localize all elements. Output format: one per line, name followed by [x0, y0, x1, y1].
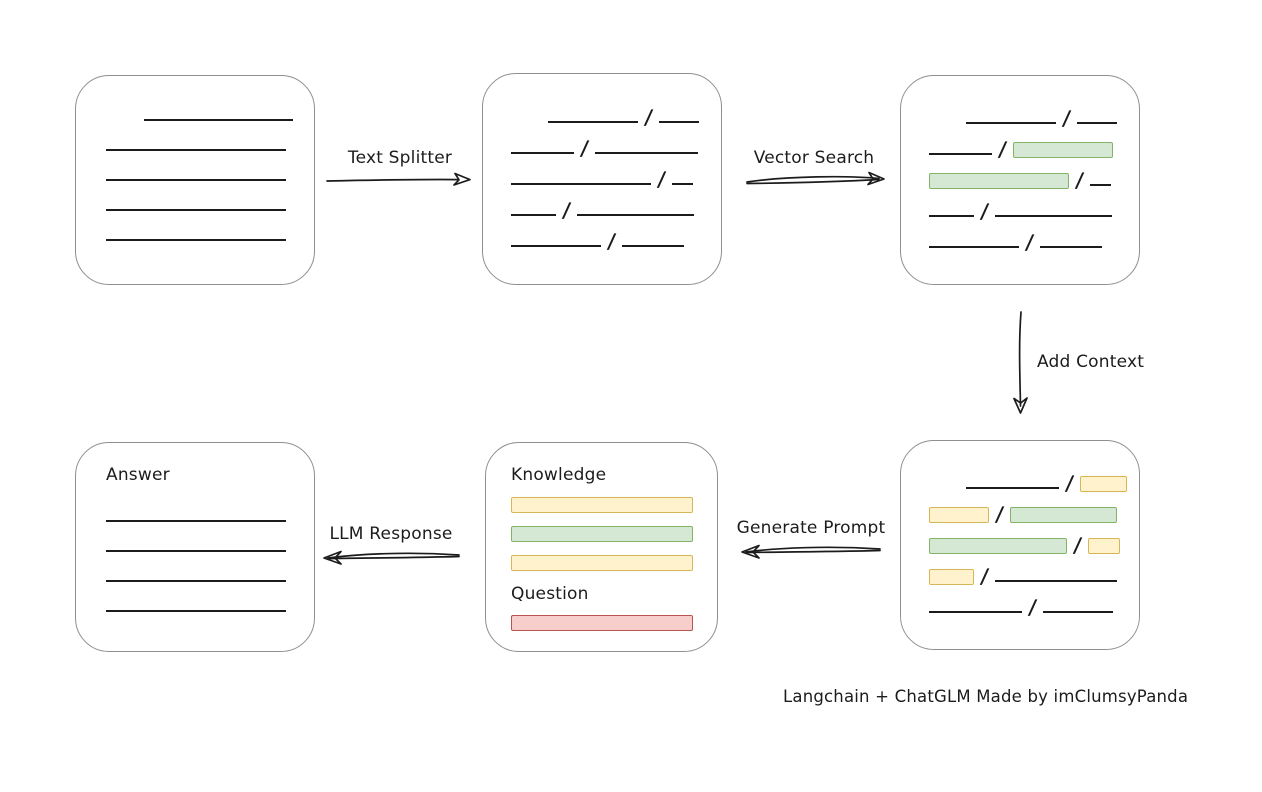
text-line: [511, 214, 556, 216]
text-line: [106, 580, 286, 582]
slash-separator: /: [1024, 230, 1035, 254]
text-row: /: [511, 185, 721, 222]
text-row: /: [929, 124, 1139, 161]
vector-search-arrow: [746, 171, 885, 186]
context-box: /////: [900, 440, 1140, 650]
text-row: [106, 151, 314, 181]
chunks-lines: /////: [483, 74, 721, 253]
text-row: [106, 552, 314, 582]
text-line: [929, 215, 974, 217]
text-row: /: [929, 489, 1139, 526]
text-row: /: [929, 458, 1139, 495]
text-line: [659, 121, 700, 123]
text-row: [106, 522, 314, 552]
text-line: [548, 121, 638, 123]
green-highlight-chip: [1013, 142, 1114, 158]
add-context-label: Add Context: [1037, 352, 1145, 372]
text-row: [106, 91, 314, 121]
text-splitter-arrow: [326, 172, 471, 186]
slash-separator: /: [1027, 595, 1038, 619]
text-line: [577, 214, 695, 216]
text-row: [106, 211, 314, 241]
text-line: [106, 239, 286, 241]
text-line: [929, 611, 1022, 613]
retrieved-box: /////: [900, 75, 1140, 285]
text-line: [106, 520, 286, 522]
text-line: [995, 215, 1113, 217]
text-line: [595, 152, 699, 154]
text-row: /: [929, 186, 1139, 223]
text-splitter-label: Text Splitter: [347, 148, 453, 168]
yellow-highlight-chip: [929, 569, 974, 585]
text-row: /: [511, 92, 721, 129]
prompt-box: Knowledge Question: [485, 442, 718, 652]
answer-label: Answer: [106, 465, 170, 485]
yellow-highlight-chip: [1080, 476, 1128, 492]
generate-prompt-label: Generate Prompt: [736, 518, 886, 538]
document-lines: [76, 76, 314, 241]
text-row: /: [929, 217, 1139, 254]
generate-prompt-arrow: [741, 544, 881, 559]
text-line: [1043, 611, 1114, 613]
document-box: [75, 75, 315, 285]
vector-search-label: Vector Search: [753, 148, 875, 168]
text-line: [511, 183, 651, 185]
text-line: [1040, 246, 1103, 248]
text-line: [929, 153, 992, 155]
red-bar: [511, 615, 693, 631]
yellow-highlight-chip: [1088, 538, 1121, 554]
text-line: [106, 209, 286, 211]
add-context-arrow: [1013, 311, 1028, 414]
knowledge-bars: [486, 485, 717, 571]
text-row: /: [511, 123, 721, 160]
text-row: [106, 582, 314, 612]
yellow-bar: [511, 555, 693, 571]
text-line: [1077, 122, 1118, 124]
text-line: [511, 245, 601, 247]
slash-separator: /: [606, 229, 617, 253]
text-line: [106, 610, 286, 612]
text-line: [929, 246, 1019, 248]
text-row: /: [929, 155, 1139, 192]
green-highlight-chip: [1010, 507, 1118, 523]
llm-response-arrow: [323, 550, 460, 565]
text-line: [966, 122, 1056, 124]
context-lines: /////: [901, 441, 1139, 619]
text-row: [106, 492, 314, 522]
text-line: [106, 149, 286, 151]
text-row: /: [929, 551, 1139, 588]
green-highlight-chip: [929, 173, 1069, 189]
text-line: [1090, 184, 1112, 186]
text-row: /: [929, 520, 1139, 557]
chunks-box: /////: [482, 73, 722, 285]
text-line: [144, 119, 293, 121]
text-line: [511, 152, 574, 154]
retrieved-lines: /////: [901, 76, 1139, 254]
text-row: /: [929, 93, 1139, 130]
text-row: [106, 121, 314, 151]
green-bar: [511, 526, 693, 542]
llm-response-label: LLM Response: [329, 524, 453, 544]
text-line: [672, 183, 694, 185]
credit-text: Langchain + ChatGLM Made by imClumsyPand…: [783, 687, 1189, 706]
text-line: [106, 179, 286, 181]
answer-box: Answer: [75, 442, 315, 652]
text-row: [106, 181, 314, 211]
yellow-highlight-chip: [929, 507, 989, 523]
question-bars: [486, 604, 717, 631]
text-row: /: [929, 582, 1139, 619]
text-line: [622, 245, 685, 247]
knowledge-label: Knowledge: [511, 465, 607, 485]
text-line: [106, 550, 286, 552]
question-label: Question: [511, 584, 589, 604]
text-line: [966, 487, 1059, 489]
yellow-bar: [511, 497, 693, 513]
text-row: /: [511, 154, 721, 191]
text-row: /: [511, 216, 721, 253]
answer-lines: [76, 492, 314, 612]
text-line: [995, 580, 1118, 582]
green-highlight-chip: [929, 538, 1067, 554]
